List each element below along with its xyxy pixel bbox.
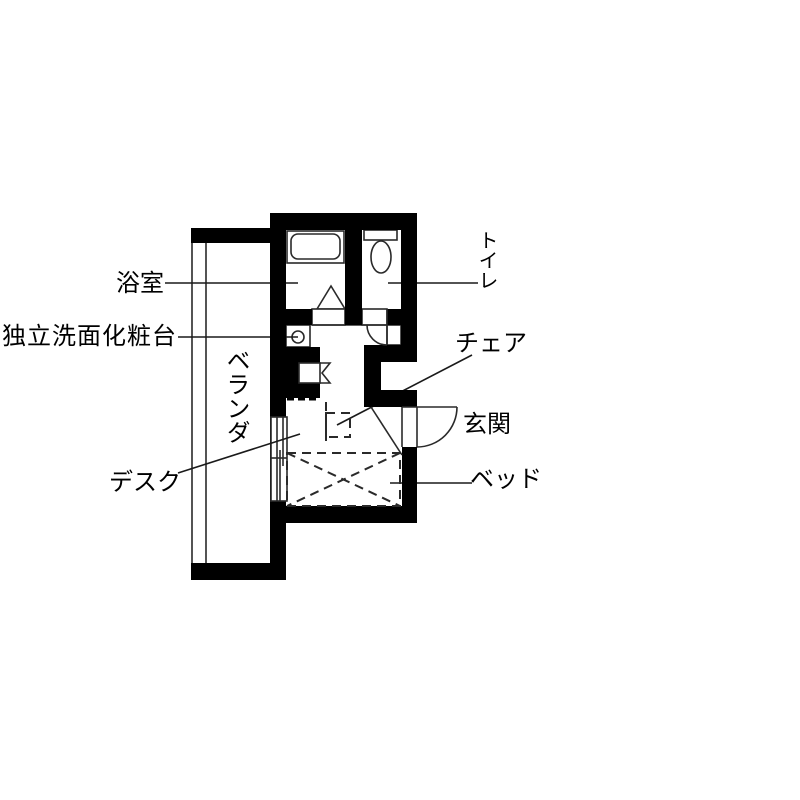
bottom-wall — [270, 506, 417, 523]
alcove-bottom-wall — [364, 390, 417, 407]
toilet-door-threshold — [361, 308, 388, 326]
top-wall — [270, 213, 417, 230]
bathtub-icon — [286, 230, 345, 264]
washing-machine-space — [298, 362, 332, 384]
bed-right-wall — [402, 447, 417, 523]
entrance-step-line — [370, 406, 403, 456]
window — [270, 416, 288, 502]
bath-toilet-partition — [345, 213, 362, 325]
toilet-door-swing-icon — [366, 309, 388, 346]
bath-bottom-wall — [286, 309, 312, 325]
entrance-door-swing-icon — [401, 406, 458, 448]
toilet-bottom-wall — [387, 309, 401, 325]
veranda-top-wall — [191, 228, 271, 243]
label-bathroom: 浴室 — [116, 269, 164, 297]
label-vanity: 独立洗面化粧台 — [2, 322, 177, 350]
label-chair: チェア — [455, 329, 527, 357]
right-wall-upper — [401, 213, 417, 362]
label-desk: デスク — [109, 468, 181, 496]
leader-desk — [177, 433, 301, 474]
chair-outline — [325, 412, 351, 438]
label-toilet: トイレ — [475, 230, 499, 290]
sink-icon — [285, 324, 311, 348]
faucet-icon — [320, 362, 332, 384]
label-entrance: 玄関 — [463, 410, 511, 438]
label-bed: ベッド — [470, 465, 542, 493]
toilet-side-niche — [386, 324, 402, 346]
toilet-icon — [363, 229, 398, 274]
bath-door-threshold — [311, 308, 346, 326]
shower-drain-icon — [315, 284, 347, 310]
veranda — [191, 243, 207, 563]
left-wall — [270, 213, 286, 580]
label-veranda: ベランダ — [222, 348, 250, 444]
bed-outline — [286, 452, 401, 507]
veranda-bottom-wall — [191, 563, 286, 580]
